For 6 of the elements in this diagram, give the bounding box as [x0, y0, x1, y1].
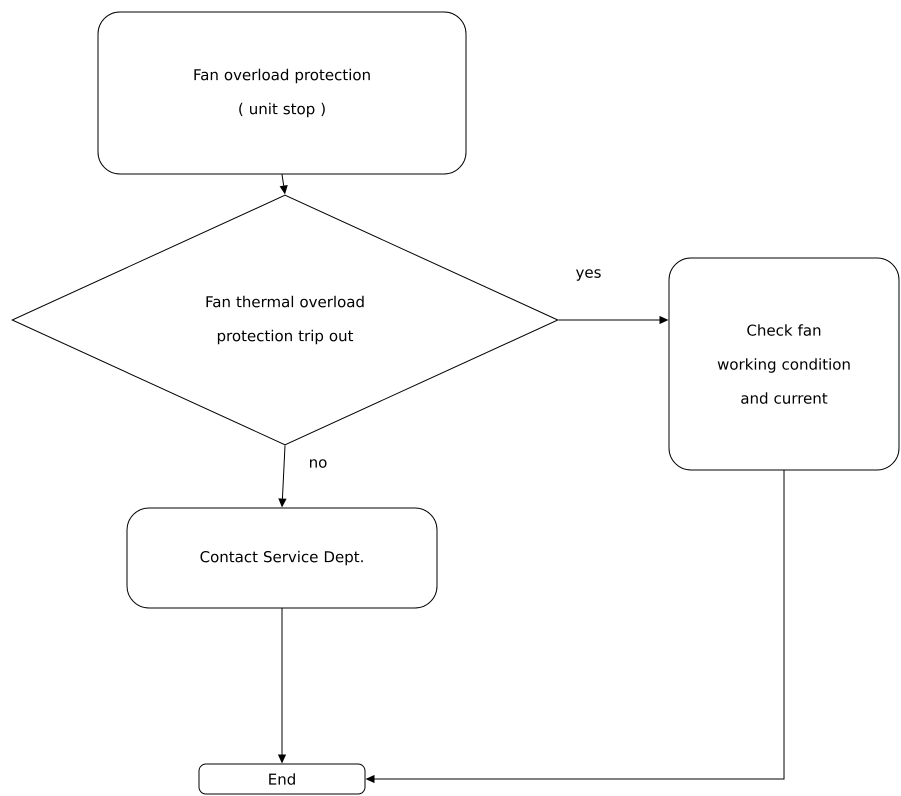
process-box: Contact Service Dept. [126, 508, 438, 608]
edge-label: yes [574, 268, 602, 282]
process-box: Fan overload protection ( unit stop ) [98, 12, 466, 174]
edge-label: no [308, 458, 328, 469]
process-box: End [198, 764, 366, 794]
process-box: Check fan working condition and current [668, 258, 900, 470]
